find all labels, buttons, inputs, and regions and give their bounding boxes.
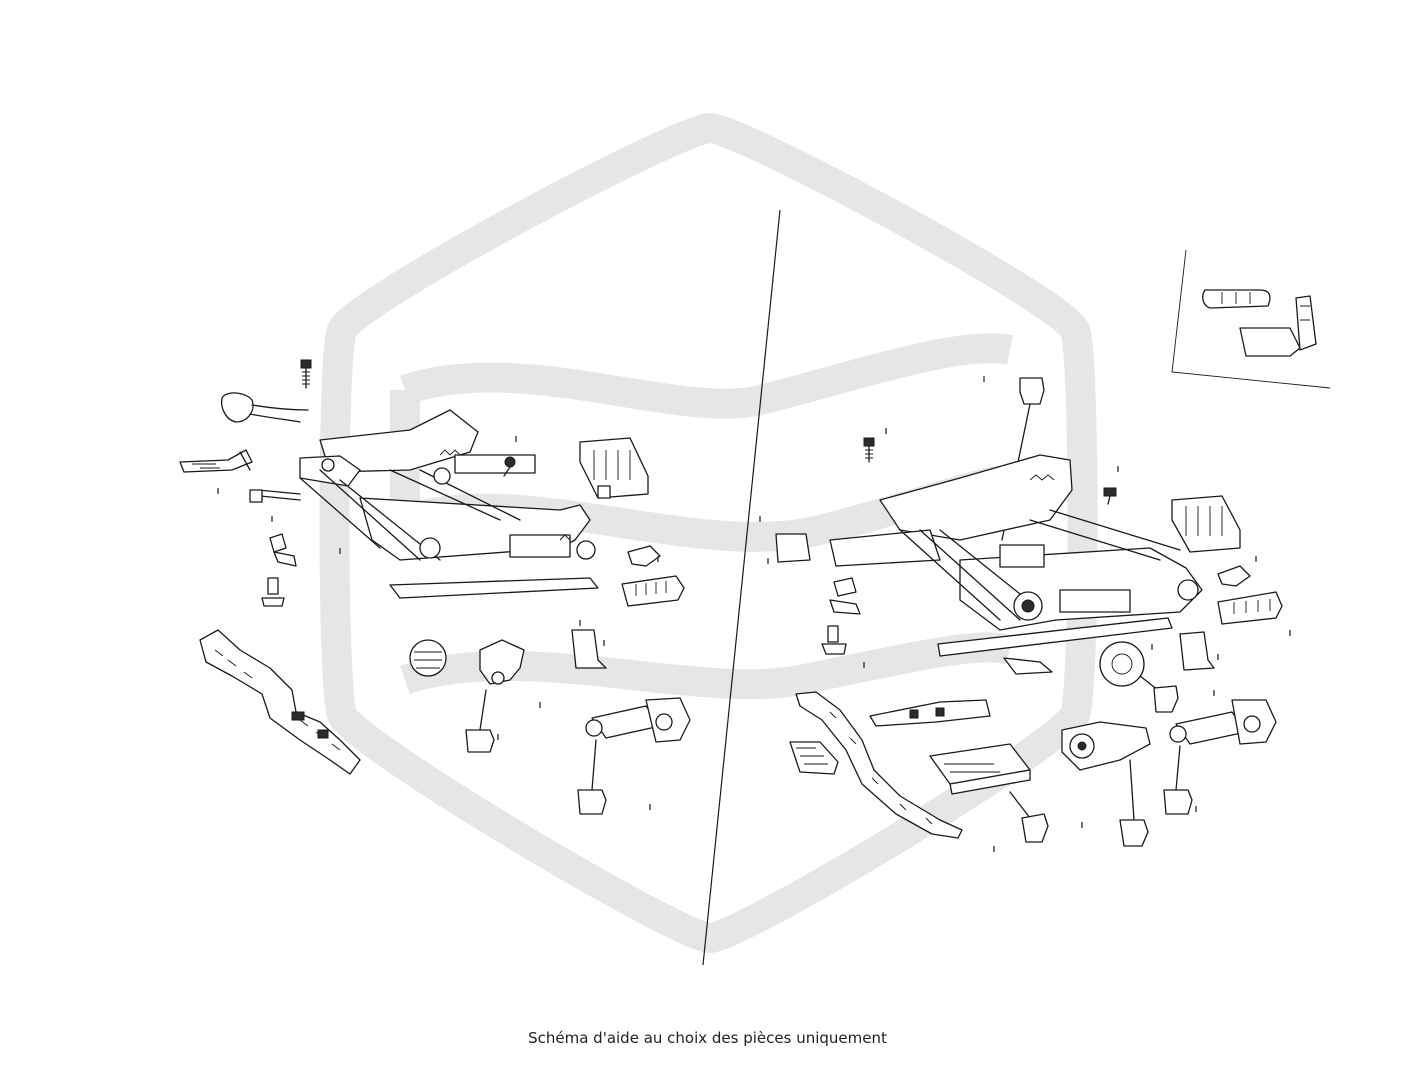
side-rail-bracket-part — [795, 691, 963, 839]
bolt-part — [261, 577, 285, 607]
seat-control-switch-icon — [1171, 249, 1331, 389]
clip-part — [1217, 565, 1251, 587]
motor-part — [1099, 641, 1179, 713]
connector-block-part — [1171, 495, 1241, 553]
switch-cover-part — [621, 575, 685, 607]
bolt-part — [300, 359, 312, 389]
bolt-part — [863, 437, 875, 463]
connector-strip-part — [869, 699, 991, 727]
adjust-knob-part — [409, 639, 447, 677]
screw-part — [1103, 487, 1117, 505]
switch-cover-part — [1217, 591, 1283, 625]
mounting-bracket-part — [1179, 631, 1215, 671]
seat-adjust-frame-part — [249, 409, 599, 599]
terminal-block-part — [789, 741, 839, 775]
cap-part — [775, 533, 811, 563]
reference-marks — [217, 376, 1291, 852]
screw-part — [503, 456, 516, 477]
section-divider-line — [702, 209, 781, 966]
motor-part — [465, 639, 525, 753]
connector-block-part — [579, 437, 649, 499]
clip-part — [1003, 657, 1053, 675]
mounting-bracket-part — [571, 629, 607, 669]
clip-part — [627, 545, 661, 567]
side-rail-bracket-part — [199, 629, 361, 775]
gear-motor-part — [1061, 721, 1151, 847]
left-seat-frame-assembly — [179, 359, 691, 815]
clip-part — [269, 533, 297, 567]
release-lever-part — [220, 392, 309, 423]
seat-adjust-frame-part — [829, 454, 1203, 657]
bolt-part — [821, 625, 847, 655]
diagram-caption: Schéma d'aide au choix des pièces unique… — [528, 1029, 887, 1047]
gear-motor-part — [577, 697, 691, 815]
gear-motor-part — [1163, 699, 1277, 815]
mounting-bracket-part — [179, 449, 253, 473]
right-seat-frame-assembly — [775, 249, 1331, 847]
clip-part — [829, 577, 861, 615]
control-module-part — [929, 743, 1049, 843]
